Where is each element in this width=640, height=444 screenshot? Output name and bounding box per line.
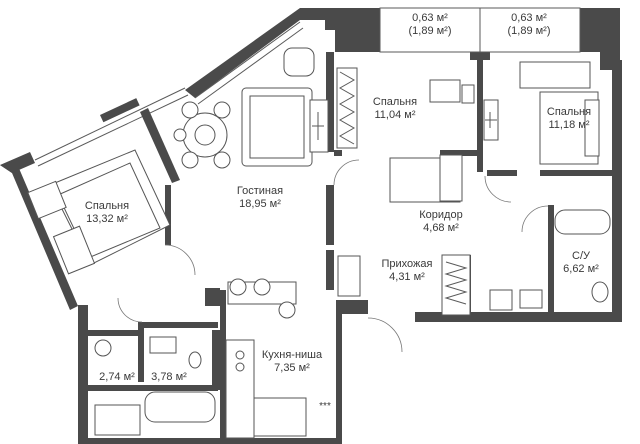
room-area: 11,04 м² [374, 109, 416, 121]
small-bath-furniture [94, 336, 216, 436]
room-area: 13,32 м² [86, 213, 128, 225]
room-name: Спальня [546, 106, 592, 118]
label-bath-small: 3,78 м² [144, 371, 194, 384]
label-corridor: Коридор 4,68 м² [406, 209, 476, 235]
label-hall: Прихожая 4,31 м² [372, 258, 442, 284]
room-area: 2,74 м² [99, 371, 135, 383]
room-name: Коридор [419, 209, 463, 221]
balcony-area: 0,63 м² [511, 12, 547, 24]
label-bath: С/У 6,62 м² [546, 250, 616, 276]
balcony-area-alt: (1,89 м²) [408, 25, 452, 37]
room-name: Гостиная [236, 185, 284, 197]
room-area: 4,31 м² [389, 271, 425, 283]
label-balcony-right: 0,63 м² (1,89 м²) [494, 12, 564, 38]
balcony-area-alt: (1,89 м²) [507, 25, 551, 37]
room-name: С/У [572, 250, 590, 262]
outer-walls [0, 8, 622, 444]
room-area: 18,95 м² [239, 198, 281, 210]
balconies [379, 7, 581, 53]
room-name: Прихожая [381, 258, 433, 270]
label-bedroom-right: Спальня 11,18 м² [534, 106, 604, 132]
balcony-area: 0,63 м² [412, 12, 448, 24]
label-balcony-left: 0,63 м² (1,89 м²) [395, 12, 465, 38]
mid-bedroom-furniture [336, 67, 475, 203]
left-bedroom-furniture [27, 149, 171, 275]
inner-walls [88, 52, 612, 444]
label-bedroom-left: Спальня 13,32 м² [72, 200, 142, 226]
room-name: Спальня [84, 200, 130, 212]
doors [117, 159, 549, 353]
label-kitchen: Кухня-ниша 7,35 м² [252, 349, 332, 375]
right-bedroom-furniture [483, 61, 600, 165]
living-furniture [173, 47, 329, 169]
hall-furniture [337, 254, 471, 316]
room-area: 7,35 м² [274, 362, 310, 374]
room-area: 4,68 м² [423, 222, 459, 234]
label-living: Гостиная 18,95 м² [220, 185, 300, 211]
room-name: Спальня [372, 96, 418, 108]
room-name: Кухня-ниша [261, 349, 323, 361]
label-wc-small: 2,74 м² [92, 371, 142, 384]
room-area: 3,78 м² [151, 371, 187, 383]
room-area: 11,18 м² [548, 119, 590, 131]
bath-furniture [489, 209, 611, 311]
room-area: 6,62 м² [563, 263, 599, 275]
kitchen-furniture [225, 278, 307, 439]
label-bedroom-mid: Спальня 11,04 м² [360, 96, 430, 122]
stove-marker: *** [319, 401, 331, 412]
